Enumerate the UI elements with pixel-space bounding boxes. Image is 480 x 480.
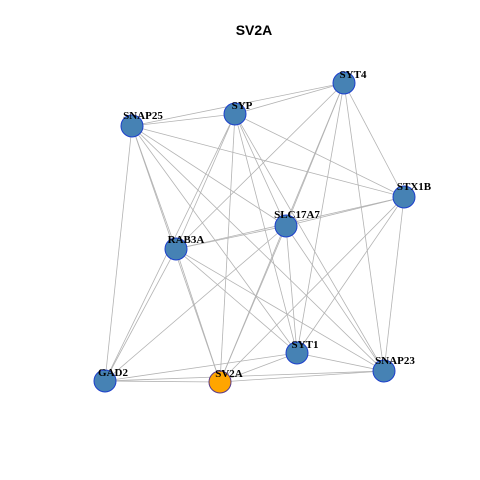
edge-stx1b-syt1 [296,196,405,354]
node-label-rab3a: RAB3A [168,234,205,246]
node-label-gad2: GAD2 [98,367,128,379]
edge-syt4-rab3a [175,82,345,250]
edge-slc17a7-sv2a [219,225,287,383]
node-syt4[interactable] [332,71,356,95]
node-label-sv2a: SV2A [215,368,243,380]
edge-snap25-slc17a7 [131,125,287,227]
node-snap25[interactable] [120,114,144,138]
node-label-syt4: SYT4 [340,69,367,81]
node-slc17a7[interactable] [274,214,298,238]
node-layer [93,71,416,394]
edge-syp-stx1b [234,113,405,198]
edge-syp-syt4 [234,82,345,115]
node-snap23[interactable] [372,359,396,383]
edge-rab3a-sv2a [175,248,221,383]
edge-snap25-syt1 [131,125,298,354]
node-rab3a[interactable] [164,237,188,261]
edge-snap25-syp [131,113,236,127]
edge-stx1b-snap23 [383,196,405,372]
edge-syp-sv2a [219,113,236,383]
edge-syt4-syt1 [296,82,345,354]
edge-syt4-stx1b [343,82,405,198]
node-label-snap25: SNAP25 [123,110,163,122]
edge-layer [104,82,405,383]
node-stx1b[interactable] [392,185,416,209]
edge-syt1-gad2 [104,352,298,382]
node-label-snap23: SNAP23 [375,355,415,367]
graph-title: SV2A [236,22,273,38]
node-sv2a[interactable] [208,370,232,394]
edge-stx1b-sv2a [219,196,405,383]
edge-syt1-snap23 [296,352,385,372]
edge-slc17a7-rab3a [175,225,287,250]
edge-rab3a-syt1 [175,248,298,354]
edge-slc17a7-gad2 [104,225,287,382]
node-label-syt1: SYT1 [292,339,319,351]
edge-syt4-snap23 [343,82,385,372]
edge-snap25-snap23 [131,125,385,372]
node-label-syp: SYP [232,100,253,112]
edge-syp-snap23 [234,113,385,372]
edge-snap25-gad2 [104,125,133,382]
node-syt1[interactable] [285,341,309,365]
edge-syp-rab3a [175,113,236,250]
edge-rab3a-snap23 [175,248,385,372]
edge-rab3a-gad2 [104,248,177,382]
edge-syt1-sv2a [219,352,298,383]
node-syp[interactable] [223,102,247,126]
edge-gad2-sv2a [104,380,221,383]
edge-slc17a7-snap23 [285,225,385,372]
edge-snap25-stx1b [131,125,405,198]
edge-slc17a7-syt1 [285,225,298,354]
node-label-slc17a7: SLC17A7 [274,209,320,221]
node-gad2[interactable] [93,369,117,393]
node-label-stx1b: STX1B [397,181,432,193]
edge-syp-slc17a7 [234,113,287,227]
edge-snap23-sv2a [219,370,385,383]
edge-syp-syt1 [234,113,298,354]
edge-snap23-gad2 [104,370,385,382]
